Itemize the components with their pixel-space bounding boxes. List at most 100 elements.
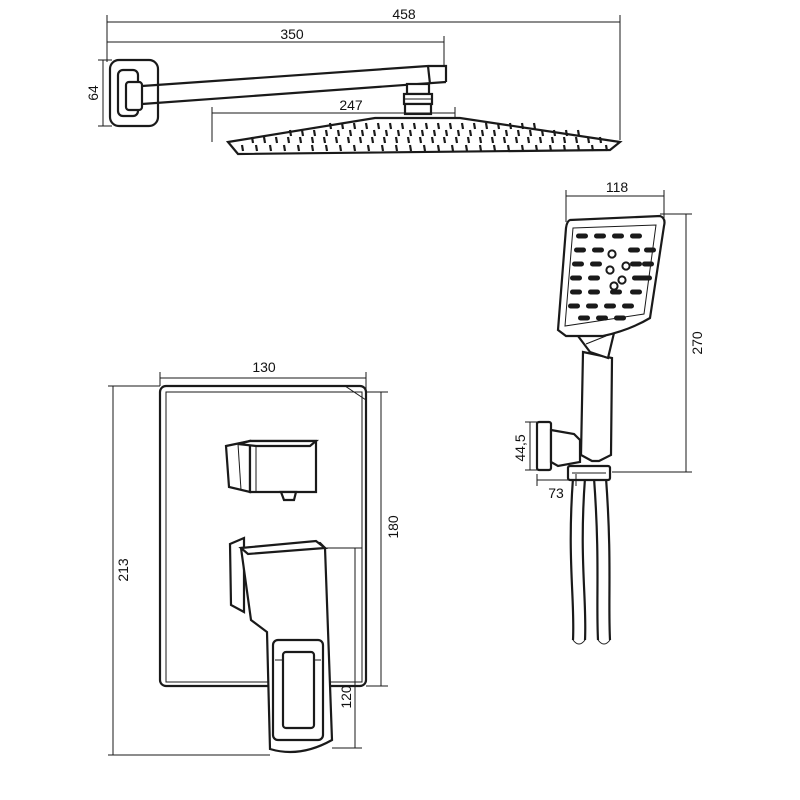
nozzle <box>562 144 567 152</box>
dim-head-width: 247 <box>339 97 363 113</box>
nozzle <box>388 122 393 130</box>
nozzle <box>352 122 357 130</box>
dim-plate-height: 213 <box>115 558 131 582</box>
spray-hole <box>588 289 600 295</box>
dim-holder-depth: 73 <box>548 485 564 501</box>
nozzle <box>590 144 595 152</box>
nozzle <box>274 136 279 144</box>
nozzle <box>550 136 555 144</box>
hand-shower <box>535 214 666 645</box>
spray-hole <box>628 247 640 253</box>
nozzle <box>346 136 351 144</box>
spray-hole <box>588 275 600 281</box>
spray-hole <box>612 233 624 239</box>
nozzle <box>436 144 441 152</box>
nozzle <box>430 136 435 144</box>
nozzle <box>396 129 401 137</box>
nozzle <box>282 144 287 152</box>
shower-hose <box>569 477 612 645</box>
nozzle <box>516 129 521 137</box>
nozzle <box>508 122 513 130</box>
nozzle <box>370 136 375 144</box>
nozzle <box>286 136 291 144</box>
spray-hole <box>568 303 580 309</box>
nozzle <box>324 144 329 152</box>
nozzle <box>492 144 497 152</box>
dim-plate-inner-height: 180 <box>385 515 401 539</box>
spray-hole <box>630 261 642 267</box>
nozzle <box>506 144 511 152</box>
dim-hand-width: 118 <box>606 179 629 195</box>
dim-overall-width: 458 <box>392 6 416 22</box>
nozzle <box>358 136 363 144</box>
dimension-lines <box>98 15 692 756</box>
nozzle <box>322 136 327 144</box>
nozzle <box>412 122 417 130</box>
nozzle <box>296 144 301 152</box>
nozzle <box>478 144 483 152</box>
concealed-mixer <box>158 384 368 754</box>
nozzle <box>448 122 453 130</box>
dim-arm-length: 350 <box>280 26 304 42</box>
nozzle <box>418 136 423 144</box>
nozzle <box>298 136 303 144</box>
nozzle <box>372 129 377 137</box>
nozzle <box>348 129 353 137</box>
spray-hole <box>576 233 588 239</box>
nozzle <box>366 144 371 152</box>
spray-hole <box>640 275 652 281</box>
spray-ring <box>617 275 627 285</box>
nozzle <box>492 129 497 137</box>
nozzle <box>490 136 495 144</box>
nozzle <box>604 144 609 152</box>
dim-flange-height: 64 <box>85 85 101 101</box>
nozzle <box>424 122 429 130</box>
nozzle <box>534 144 539 152</box>
nozzle <box>468 129 473 137</box>
spray-ring <box>609 281 619 291</box>
nozzle <box>586 136 591 144</box>
nozzle <box>300 129 305 137</box>
nozzle <box>574 136 579 144</box>
nozzle <box>352 144 357 152</box>
spray-hole <box>594 233 606 239</box>
nozzle <box>548 144 553 152</box>
nozzle <box>408 129 413 137</box>
nozzle <box>310 136 315 144</box>
spray-hole <box>604 303 616 309</box>
nozzle <box>384 129 389 137</box>
nozzle <box>466 136 471 144</box>
nozzle <box>576 129 581 137</box>
spray-hole <box>570 275 582 281</box>
shower-head <box>225 116 623 156</box>
spray-hole <box>644 247 656 253</box>
nozzle <box>564 129 569 137</box>
nozzle <box>484 122 489 130</box>
shower-arm <box>141 64 448 106</box>
nozzle <box>288 129 293 137</box>
nozzle <box>528 129 533 137</box>
nozzle <box>450 144 455 152</box>
spray-hole <box>596 315 608 321</box>
nozzle <box>312 129 317 137</box>
spray-hole <box>574 247 586 253</box>
dimension-labels: 458 350 64 247 118 270 44,5 73 130 213 1… <box>85 6 705 709</box>
spray-hole <box>592 247 604 253</box>
nozzle <box>464 144 469 152</box>
nozzle <box>400 122 405 130</box>
nozzle <box>538 136 543 144</box>
nozzle <box>262 136 267 144</box>
nozzle <box>526 136 531 144</box>
nozzle <box>240 144 245 152</box>
cover-plate <box>158 384 368 688</box>
nozzle <box>436 122 441 130</box>
nozzle <box>406 136 411 144</box>
nozzle <box>268 144 273 152</box>
nozzle <box>338 144 343 152</box>
spray-hole <box>572 261 584 267</box>
nozzle <box>496 122 501 130</box>
diverter-knob <box>224 439 320 502</box>
dim-plate-width: 130 <box>252 359 276 375</box>
wall-flange <box>108 58 160 128</box>
nozzle <box>552 129 557 137</box>
